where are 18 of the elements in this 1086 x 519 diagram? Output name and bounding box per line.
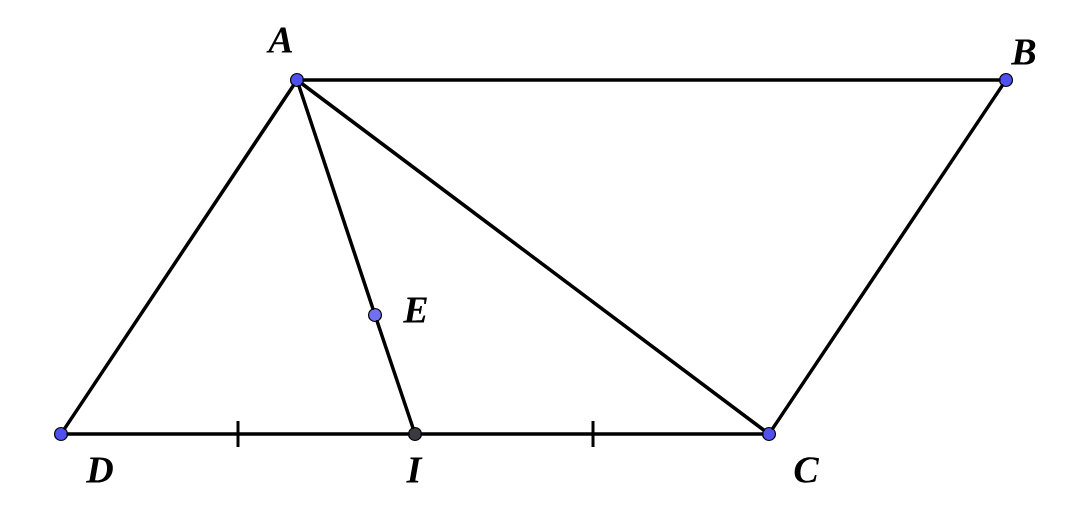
line-segment [300, 82, 766, 432]
point-label: E [403, 297, 427, 323]
line-segment [302, 78, 1001, 82]
line-segment [375, 320, 415, 430]
point-label: A [266, 27, 293, 53]
point [53, 426, 69, 442]
line-segment [771, 84, 1004, 430]
point [367, 307, 383, 323]
point [998, 72, 1014, 88]
point-label: D [86, 457, 113, 483]
line-segment [66, 432, 410, 436]
point-label: C [794, 457, 820, 483]
line-segment [420, 432, 764, 436]
line-segment [297, 85, 375, 310]
point [407, 426, 423, 442]
point-label: B [1011, 39, 1036, 65]
point-label: I [406, 457, 423, 483]
line-segment [63, 84, 295, 430]
